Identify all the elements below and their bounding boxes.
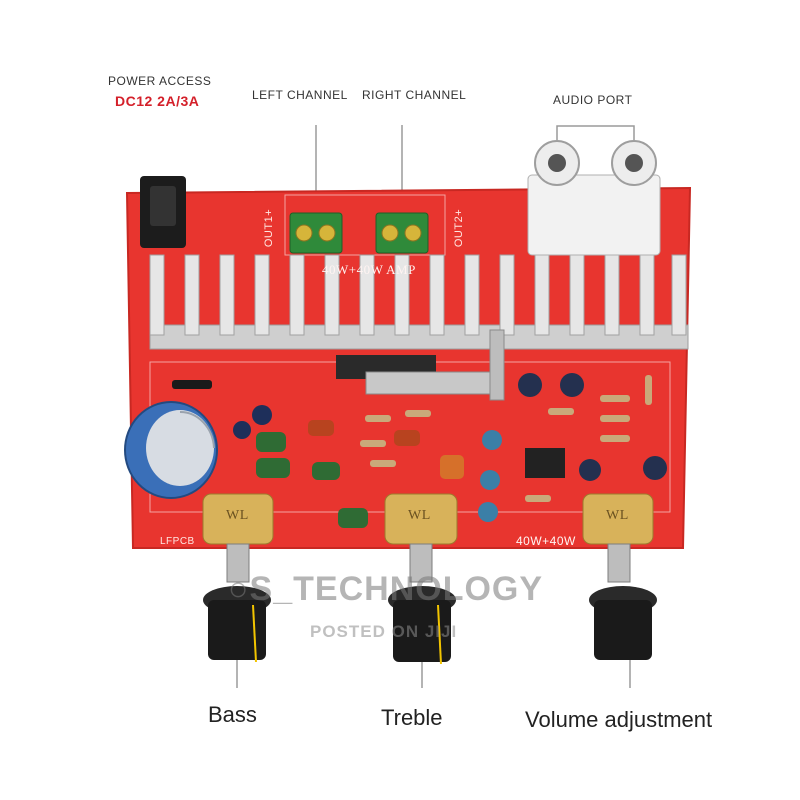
right-channel-label: RIGHT CHANNEL (362, 88, 467, 102)
watermark-posted: POSTED ON JIJI (310, 622, 458, 641)
small-capacitor (233, 421, 251, 439)
pot-label-treble: WL (408, 508, 431, 523)
small-capacitor (482, 430, 502, 450)
diode (172, 380, 212, 389)
mounting-bracket (365, 371, 497, 395)
small-capacitor (478, 502, 498, 522)
film-capacitor (440, 455, 464, 479)
film-capacitor (312, 462, 340, 480)
small-capacitor (643, 456, 667, 480)
power-spec-label: DC12 2A/3A (115, 93, 200, 109)
treble-label: Treble (381, 705, 443, 730)
power-access-label: POWER ACCESS (108, 74, 212, 88)
bass-potentiometer (202, 493, 274, 583)
electrolytic-capacitor (124, 401, 218, 499)
board-amp-text: 40W+40W AMP (322, 262, 416, 277)
film-capacitor (308, 420, 334, 436)
film-capacitor (338, 508, 368, 528)
small-capacitor (560, 373, 584, 397)
ic-chip (525, 448, 565, 478)
board-out2-text: OUT2+ (453, 208, 466, 248)
film-capacitor (256, 458, 290, 478)
resistors (360, 375, 652, 502)
pot-label-bass: WL (226, 508, 249, 523)
board-out1-text: OUT1+ (263, 208, 276, 248)
watermark-brand: ○S_TECHNOLOGY (228, 570, 544, 608)
volume-label: Volume adjustment (525, 707, 713, 732)
small-capacitor (480, 470, 500, 490)
treble-potentiometer (384, 493, 458, 583)
audio-port-bracket (556, 125, 635, 140)
bass-knob (203, 586, 271, 663)
small-capacitor (579, 459, 601, 481)
treble-knob (388, 586, 456, 665)
left-channel-label: LEFT CHANNEL (252, 88, 348, 102)
pot-label-volume: WL (606, 508, 629, 523)
film-capacitor (394, 430, 420, 446)
small-capacitor (252, 405, 272, 425)
right-channel-terminal (375, 212, 429, 254)
volume-knob (589, 586, 657, 660)
audio-port-label: AUDIO PORT (553, 93, 633, 107)
rca-audio-port (527, 140, 661, 256)
bass-label: Bass (208, 702, 257, 727)
film-capacitor (256, 432, 286, 452)
left-channel-terminal (289, 212, 343, 254)
volume-potentiometer (582, 493, 654, 583)
heatsink (149, 254, 689, 350)
small-capacitor (518, 373, 542, 397)
board-pcb-text: LFPCB (160, 536, 195, 547)
board-model-text: 40W+40W (516, 534, 576, 548)
